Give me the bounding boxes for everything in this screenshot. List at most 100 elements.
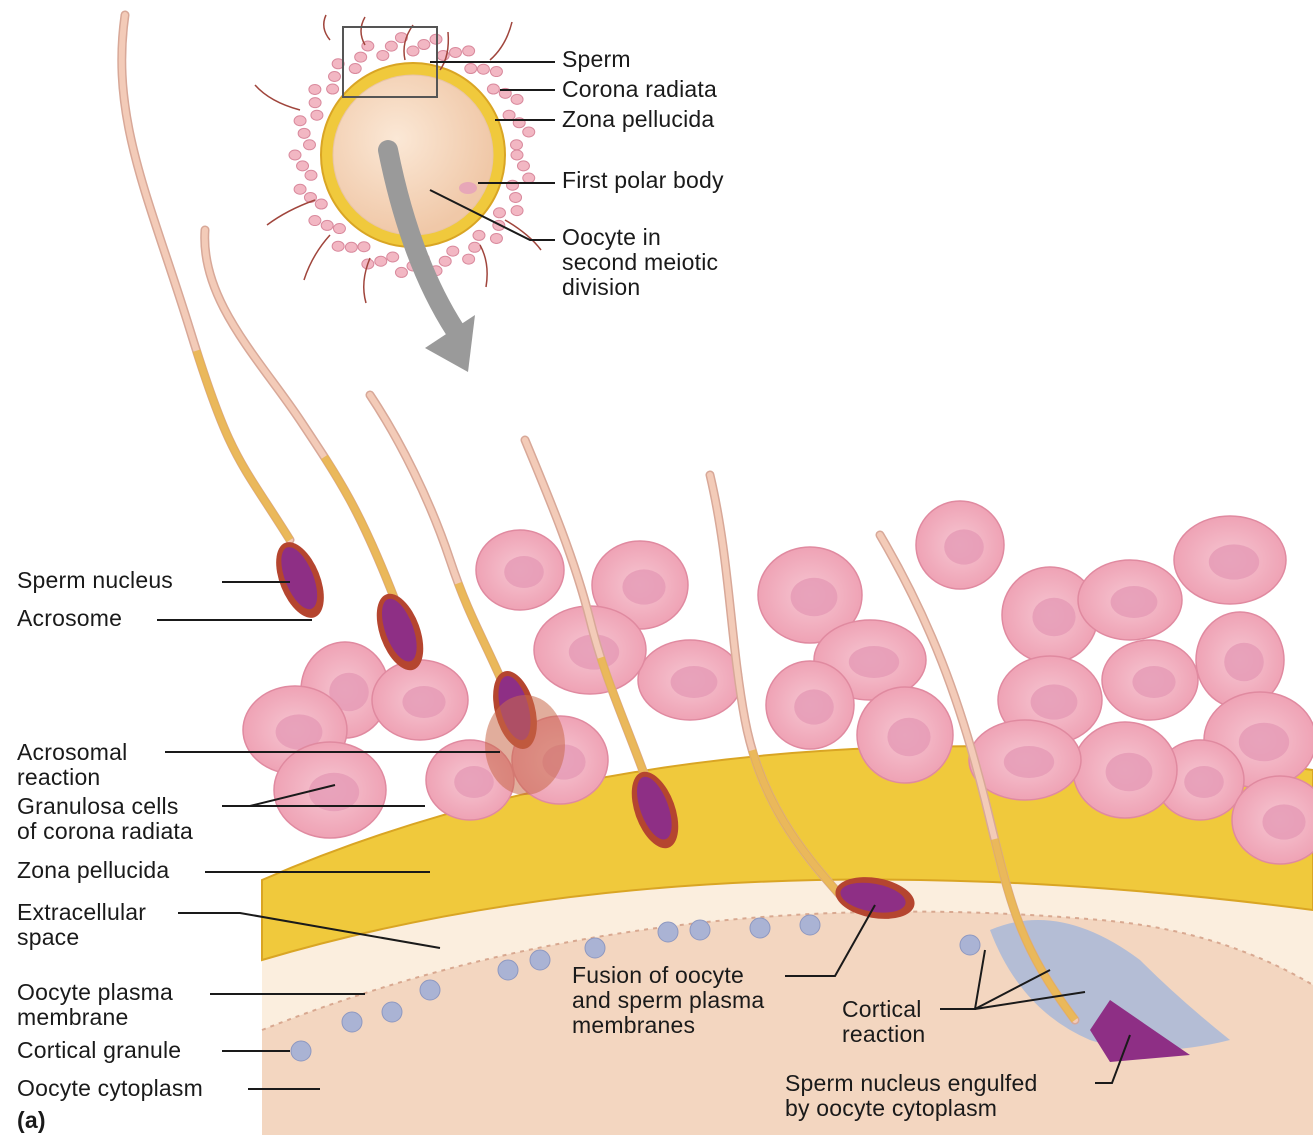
corona-cell [463,46,475,56]
granulosa-cell-nucleus [622,569,665,604]
sperm-head [266,535,333,624]
corona-cell [387,252,399,262]
granulosa-cell-nucleus [1031,684,1078,719]
corona-cell [407,46,419,56]
corona-cell [305,170,317,180]
corona-cell [375,256,387,266]
corona-cell [493,208,505,218]
corona-cell [511,94,523,104]
corona-cell [469,242,481,252]
label-first-polar-body: First polar body [562,168,724,193]
overview-sperm-tail [255,85,300,110]
overview-sperm-tail [480,245,487,287]
granulosa-cell-nucleus [1224,643,1264,681]
overview-sperm-tail [361,17,365,45]
label-acrosomal-reaction: Acrosomal reaction [17,740,127,790]
corona-cell [463,254,475,264]
granulosa-cell-nucleus [1004,746,1054,778]
panel-letter: (a) [17,1108,46,1133]
corona-cell [345,242,357,252]
corona-cell [294,116,306,126]
corona-cell [289,150,301,160]
granulosa-cell-nucleus [1209,544,1259,579]
corona-cell [294,184,306,194]
granulosa-cell-nucleus [1111,586,1158,618]
granulosa-cell-nucleus [1032,598,1075,636]
cortical-granule [750,918,770,938]
label-acrosome: Acrosome [17,606,122,631]
corona-cell [304,140,316,150]
overview-sperm-tail [505,220,541,250]
corona-cell [487,84,499,94]
corona-cell [473,230,485,240]
corona-cell [355,52,367,62]
label-granulosa-cells: Granulosa cells of corona radiata [17,794,193,844]
cortical-granule [498,960,518,980]
corona-cell [449,47,461,57]
corona-cell [447,246,459,256]
cortical-granule [585,938,605,958]
granulosa-cell-nucleus [794,689,834,724]
overview-sperm-tail [490,22,512,60]
corona-cell [507,180,519,190]
overview-sperm-tail [324,15,330,40]
corona-cell [349,64,361,74]
granulosa-cell-nucleus [402,686,445,718]
corona-cell [511,150,523,160]
corona-cell [465,64,477,74]
corona-cell [517,161,529,171]
corona-cell [395,267,407,277]
granulosa-cell-nucleus [1262,804,1305,839]
cortical-granule [342,1012,362,1032]
corona-cell [297,161,309,171]
corona-cell [523,127,535,137]
corona-cell [503,110,515,120]
label-oocyte: Oocyte in second meiotic division [562,225,718,300]
corona-cell [327,84,339,94]
corona-cell [309,84,321,94]
cortical-granule [291,1041,311,1061]
granulosa-cell-nucleus [849,646,899,678]
granulosa-cell-nucleus [1132,666,1175,698]
cortical-granule [530,950,550,970]
label-oocyte-cytoplasm: Oocyte cytoplasm [17,1076,203,1101]
corona-cell [298,128,310,138]
granulosa-cell-nucleus [791,578,838,616]
cortical-granule [658,922,678,942]
corona-cell [490,67,502,77]
cortical-granule [800,915,820,935]
label-sperm-nucleus: Sperm nucleus [17,568,173,593]
corona-cell [418,40,430,50]
corona-cell [315,199,327,209]
label-zona-pellucida: Zona pellucida [17,858,169,883]
label-sperm: Sperm [562,47,631,72]
cortical-granule [420,980,440,1000]
label-corona-radiata: Corona radiata [562,77,717,102]
corona-cell [321,220,333,230]
corona-cell [311,110,323,120]
corona-cell [511,206,523,216]
sperm-tail [205,230,395,600]
cortical-granule [690,920,710,940]
label-oocyte-plasma-membrane: Oocyte plasma membrane [17,980,173,1030]
corona-cell [377,50,389,60]
granulosa-cell-nucleus [504,556,544,588]
corona-cell [333,224,345,234]
corona-cell [439,256,451,266]
corona-cell [329,72,341,82]
label-cortical-reaction: Cortical reaction [842,997,925,1047]
label-zona-pellucida-top: Zona pellucida [562,107,714,132]
corona-cell [490,233,502,243]
cortical-granule [382,1002,402,1022]
label-fusion: Fusion of oocyte and sperm plasma membra… [572,963,764,1038]
acrosomal-reaction-halo [485,695,565,795]
corona-cell [358,242,370,252]
corona-cell [309,98,321,108]
granulosa-cell-nucleus [1184,766,1224,798]
first-polar-body [459,182,477,194]
cortical-granule [960,935,980,955]
overview-sperm-tail [304,235,330,280]
label-extracellular-space: Extracellular space [17,900,146,950]
granulosa-cell-nucleus [454,766,494,798]
label-sperm-nucleus-engulfed: Sperm nucleus engulfed by oocyte cytopla… [785,1071,1037,1121]
